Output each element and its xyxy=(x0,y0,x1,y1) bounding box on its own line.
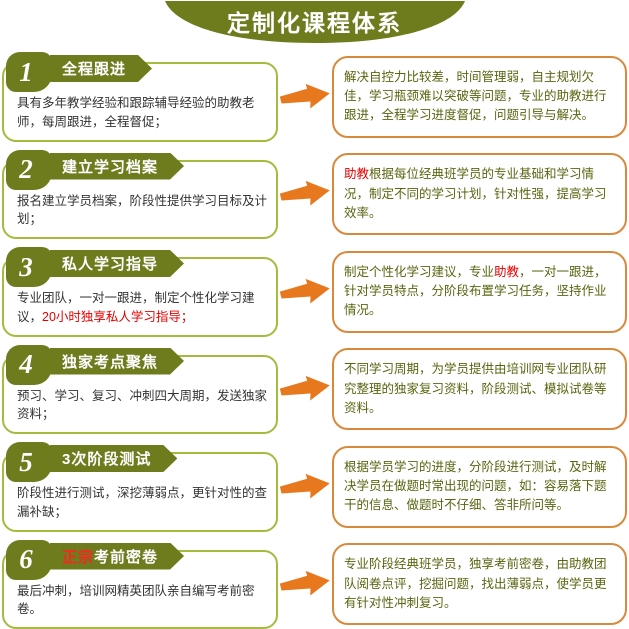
item-number: 5 xyxy=(19,447,33,478)
item-detail-card: 解决自控力比较差，时间管理弱，自主规划欠佳，学习瓶颈难以突破等问题，专业的助教进… xyxy=(332,56,627,138)
item-title: 私人学习指导 xyxy=(62,253,158,274)
item-summary-card: 具有多年教学经验和跟踪辅导经验的助教老师，每周跟进，全程督促； 1 全程跟进 xyxy=(2,52,278,142)
course-item-row: 最后冲刺，培训网精英团队亲自编写考前密卷。 6 正宗考前密卷 专业阶段经典班学员… xyxy=(2,540,627,629)
item-detail: 制定个性化学习建议，专业助教，一对一跟进，针对学员特点，分阶段布置学习任务，坚持… xyxy=(344,265,607,318)
course-item-row: 报名建立学员档案，阶段性提供学习目标及计划； 2 建立学习档案 助教根据每位经典… xyxy=(2,150,627,240)
arrow-right-icon xyxy=(278,373,332,405)
item-detail: 不同学习周期，为学员提供由培训网专业团队研究整理的独家复习资料，阶段测试、模拟试… xyxy=(344,362,607,415)
page-title: 定制化课程体系 xyxy=(149,4,481,38)
item-number-badge: 6 xyxy=(6,540,52,580)
item-title-ribbon: 建立学习档案 xyxy=(50,153,184,180)
item-number: 4 xyxy=(19,349,33,380)
item-number: 6 xyxy=(19,544,33,575)
item-title-ribbon: 私人学习指导 xyxy=(50,250,184,277)
item-detail: 解决自控力比较差，时间管理弱，自主规划欠佳，学习瓶颈难以突破等问题，专业的助教进… xyxy=(344,70,607,123)
item-number-badge: 2 xyxy=(6,150,52,190)
course-item-row: 预习、学习、复习、冲刺四大周期，发送独家资料； 4 独家考点聚焦 不同学习周期，… xyxy=(2,345,627,435)
item-number: 3 xyxy=(19,252,33,283)
item-title-ribbon: 全程跟进 xyxy=(50,55,152,82)
item-number: 1 xyxy=(19,57,33,88)
item-title-ribbon: 3次阶段测试 xyxy=(50,445,177,472)
item-summary: 专业团队，一对一跟进，制定个性化学习建议，20小时独享私人学习指导； xyxy=(17,289,268,327)
arrow-right-icon xyxy=(278,471,332,503)
item-title: 正宗考前密卷 xyxy=(62,546,158,567)
item-summary-card: 专业团队，一对一跟进，制定个性化学习建议，20小时独享私人学习指导； 3 私人学… xyxy=(2,247,278,337)
item-summary: 预习、学习、复习、冲刺四大周期，发送独家资料； xyxy=(17,387,268,425)
item-detail: 专业阶段经典班学员，独享考前密卷，由助教团队阅卷点评，挖掘问题，找出薄弱点，使学… xyxy=(344,557,607,610)
item-number-badge: 3 xyxy=(6,247,52,287)
item-title-ribbon: 正宗考前密卷 xyxy=(50,543,184,570)
item-summary: 阶段性进行测试，深挖薄弱点，更针对性的查漏补缺； xyxy=(17,484,268,522)
item-summary-card: 阶段性进行测试，深挖薄弱点，更针对性的查漏补缺； 5 3次阶段测试 xyxy=(2,442,278,532)
course-banner: 定制化课程体系 xyxy=(149,0,481,44)
item-detail: 助教根据每位经典班学员的专业基础和学习情况，制定不同的学习计划，针对性强，提高学… xyxy=(344,167,607,220)
item-detail-card: 根据学员学习的进度，分阶段进行测试，及时解决学员在做题时常出现的问题，如：容易落… xyxy=(332,446,627,528)
item-summary: 具有多年教学经验和跟踪辅导经验的助教老师，每周跟进，全程督促； xyxy=(17,94,268,132)
item-detail-card: 助教根据每位经典班学员的专业基础和学习情况，制定不同的学习计划，针对性强，提高学… xyxy=(332,153,627,235)
item-title: 3次阶段测试 xyxy=(62,448,151,469)
item-title: 独家考点聚焦 xyxy=(62,351,158,372)
arrow-right-icon xyxy=(278,276,332,308)
item-summary-card: 报名建立学员档案，阶段性提供学习目标及计划； 2 建立学习档案 xyxy=(2,150,278,240)
item-summary: 最后冲刺，培训网精英团队亲自编写考前密卷。 xyxy=(17,582,268,620)
course-item-row: 阶段性进行测试，深挖薄弱点，更针对性的查漏补缺； 5 3次阶段测试 根据学员学习… xyxy=(2,442,627,532)
arrow-right-icon xyxy=(278,81,332,113)
item-number: 2 xyxy=(19,154,33,185)
item-number-badge: 4 xyxy=(6,345,52,385)
item-title: 建立学习档案 xyxy=(62,156,158,177)
item-summary-card: 最后冲刺，培训网精英团队亲自编写考前密卷。 6 正宗考前密卷 xyxy=(2,540,278,629)
arrow-right-icon xyxy=(278,178,332,210)
course-item-row: 专业团队，一对一跟进，制定个性化学习建议，20小时独享私人学习指导； 3 私人学… xyxy=(2,247,627,337)
item-number-badge: 1 xyxy=(6,52,52,92)
items-list: 具有多年教学经验和跟踪辅导经验的助教老师，每周跟进，全程督促； 1 全程跟进 解… xyxy=(0,52,629,629)
item-summary: 报名建立学员档案，阶段性提供学习目标及计划； xyxy=(17,192,268,230)
item-detail-card: 不同学习周期，为学员提供由培训网专业团队研究整理的独家复习资料，阶段测试、模拟试… xyxy=(332,348,627,430)
item-number-badge: 5 xyxy=(6,442,52,482)
item-summary-card: 预习、学习、复习、冲刺四大周期，发送独家资料； 4 独家考点聚焦 xyxy=(2,345,278,435)
item-detail-card: 专业阶段经典班学员，独享考前密卷，由助教团队阅卷点评，挖掘问题，找出薄弱点，使学… xyxy=(332,543,627,625)
arrow-right-icon xyxy=(278,568,332,600)
item-title-ribbon: 独家考点聚焦 xyxy=(50,348,184,375)
course-item-row: 具有多年教学经验和跟踪辅导经验的助教老师，每周跟进，全程督促； 1 全程跟进 解… xyxy=(2,52,627,142)
item-detail-card: 制定个性化学习建议，专业助教，一对一跟进，针对学员特点，分阶段布置学习任务，坚持… xyxy=(332,251,627,333)
item-title: 全程跟进 xyxy=(62,58,126,79)
item-detail: 根据学员学习的进度，分阶段进行测试，及时解决学员在做题时常出现的问题，如：容易落… xyxy=(344,460,607,513)
